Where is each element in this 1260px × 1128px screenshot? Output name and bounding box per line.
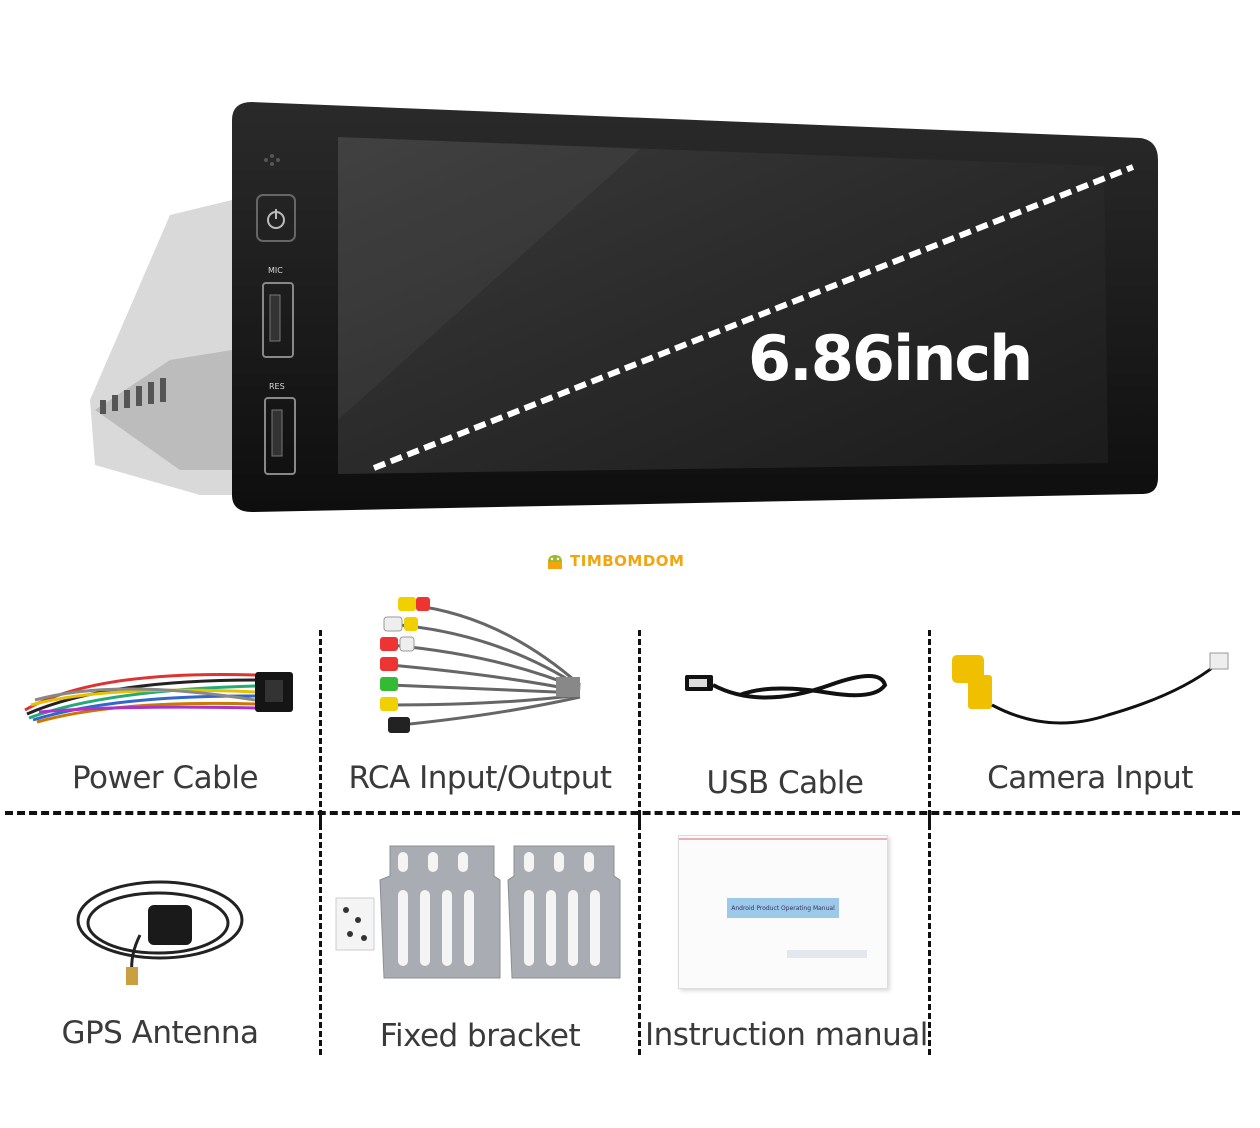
brand-name: TIMBOMDOM xyxy=(570,552,685,570)
manual-title: Android Product Operating Manual xyxy=(727,898,839,918)
camera-input-icon xyxy=(952,652,1229,725)
accessory-label: USB Cable xyxy=(706,765,865,801)
divider xyxy=(638,815,641,1055)
mic-label: MIC xyxy=(268,266,283,275)
divider xyxy=(928,630,931,825)
brand-logo: TIMBOMDOM xyxy=(544,549,724,573)
manual-stripe xyxy=(679,838,887,840)
android-logo-icon xyxy=(548,555,562,569)
car-stereo-device xyxy=(90,102,1158,512)
screen-size-label: 6.86inch xyxy=(748,322,1033,395)
manual-footer xyxy=(787,950,867,958)
manual-icon: Android Product Operating Manual xyxy=(678,835,888,989)
accessory-label: RCA Input/Output xyxy=(348,760,612,796)
bracket-icon xyxy=(335,845,621,979)
power-cable-icon xyxy=(24,672,293,724)
accessory-label: Camera Input xyxy=(987,760,1193,796)
rca-cable-icon xyxy=(380,597,581,733)
divider xyxy=(638,630,641,825)
usb-cable-icon xyxy=(685,674,888,700)
divider xyxy=(319,630,322,825)
accessory-label: GPS Antenna xyxy=(61,1015,259,1051)
res-label: RES xyxy=(269,382,285,391)
accessory-label: Power Cable xyxy=(71,760,259,796)
gps-antenna-icon xyxy=(76,880,244,985)
divider xyxy=(928,815,931,1055)
accessory-label: Fixed bracket xyxy=(379,1018,581,1054)
divider xyxy=(319,815,322,1055)
accessory-label: Instruction manual xyxy=(645,1017,928,1053)
divider xyxy=(5,811,1240,815)
